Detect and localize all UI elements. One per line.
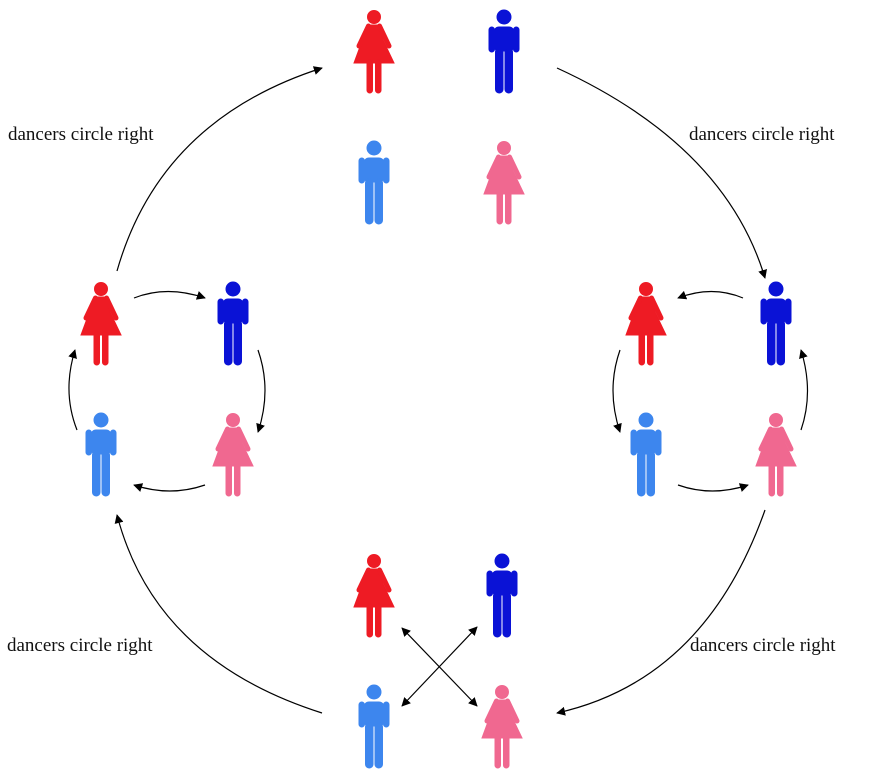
caption-bottom-right: dancers circle right: [690, 635, 836, 656]
woman-2-icon: [213, 414, 253, 497]
woman-1-icon: [354, 11, 394, 94]
man-2-icon: [630, 412, 662, 497]
woman-1-icon: [81, 283, 121, 366]
caption-bottom-left: dancers circle right: [7, 635, 153, 656]
caption-top-left: dancers circle right: [8, 124, 154, 145]
man-2-icon: [358, 684, 390, 769]
man-1-icon: [217, 281, 249, 366]
bottom-arrow-diagonal-2: [401, 626, 478, 707]
left-arrow-right: [256, 349, 266, 433]
outer-arrow-top-left: [116, 66, 323, 272]
man-1-icon: [488, 9, 520, 94]
man-2-icon: [358, 140, 390, 225]
woman-2-icon: [756, 414, 796, 497]
caption-top-right: dancers circle right: [689, 124, 835, 145]
left-arrow-bottom: [133, 483, 206, 492]
woman-2-icon: [484, 142, 524, 225]
right-arrow-right: [799, 349, 809, 431]
right-arrow-top: [677, 290, 744, 300]
right-arrow-bottom: [677, 483, 749, 492]
left-arrow-top: [133, 290, 206, 300]
left-arrow-left: [68, 349, 78, 431]
right-arrow-left: [612, 349, 622, 433]
outer-arrow-top-right: [556, 67, 767, 279]
outer-arrow-bottom-left: [114, 514, 323, 714]
man-2-icon: [85, 412, 117, 497]
man-1-icon: [486, 553, 518, 638]
woman-1-icon: [354, 555, 394, 638]
arrows: [68, 66, 809, 716]
woman-2-icon: [482, 686, 522, 769]
man-1-icon: [760, 281, 792, 366]
outer-arrow-bottom-right: [556, 509, 766, 716]
woman-1-icon: [626, 283, 666, 366]
